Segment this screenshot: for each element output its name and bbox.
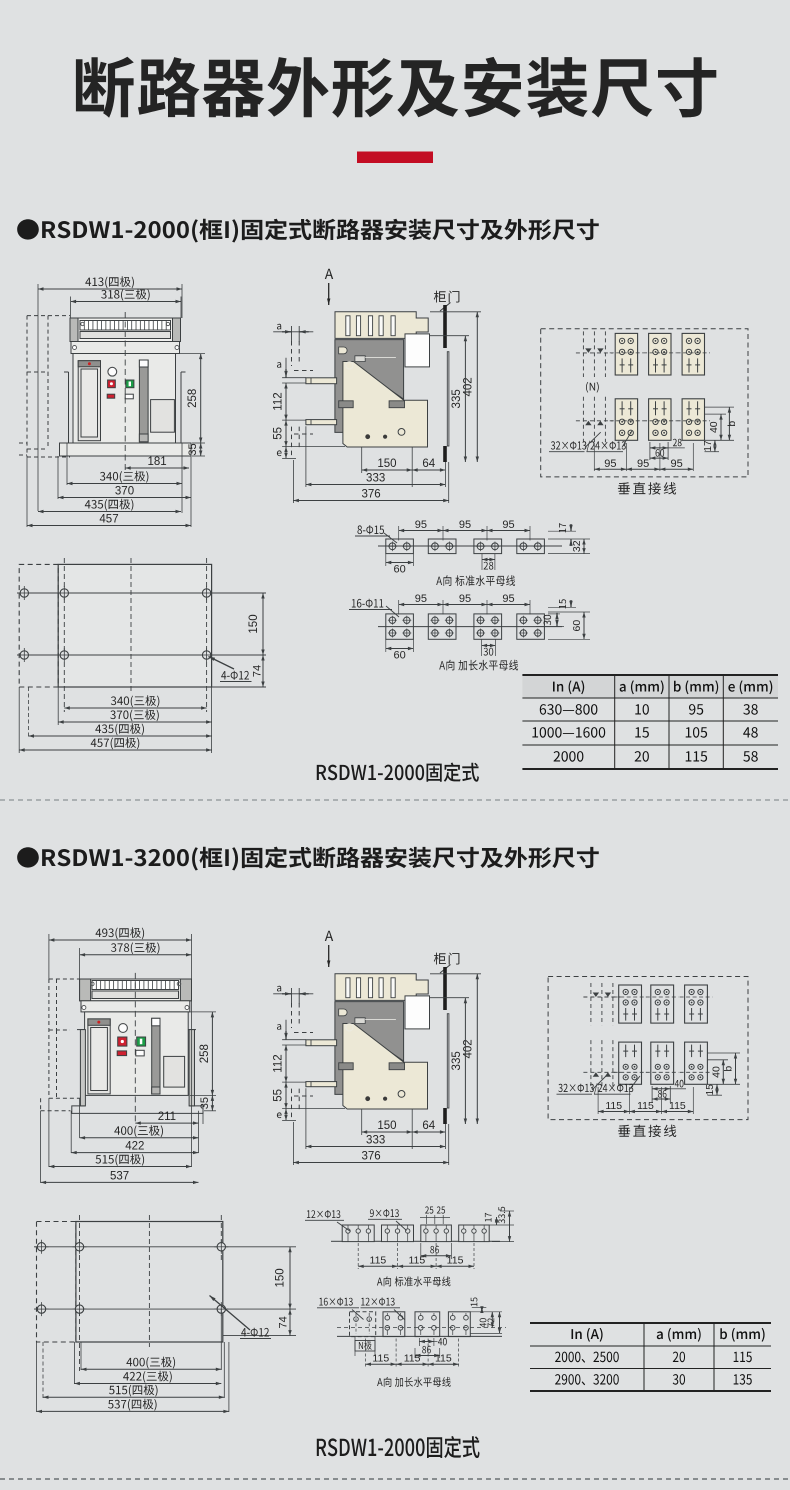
svg-text:258: 258: [199, 1044, 211, 1063]
svg-text:95: 95: [459, 593, 471, 605]
svg-text:55: 55: [273, 1089, 285, 1102]
svg-text:b: b: [726, 421, 738, 427]
svg-text:74: 74: [278, 1316, 290, 1328]
svg-text:95: 95: [502, 593, 514, 605]
svg-text:115: 115: [408, 1255, 425, 1267]
svg-text:376: 376: [361, 489, 380, 501]
svg-text:b: b: [723, 1066, 735, 1072]
svg-text:115: 115: [370, 1255, 387, 1267]
svg-text:95: 95: [637, 458, 649, 470]
svg-text:335: 335: [451, 389, 463, 408]
svg-text:422: 422: [125, 1141, 144, 1153]
svg-text:35: 35: [187, 443, 199, 455]
svg-text:55: 55: [273, 427, 285, 440]
svg-text:150: 150: [275, 1268, 287, 1287]
svg-text:333: 333: [366, 1135, 385, 1147]
svg-text:115: 115: [404, 1353, 421, 1365]
svg-text:95: 95: [670, 458, 682, 470]
svg-text:335: 335: [451, 1051, 463, 1070]
svg-text:150: 150: [377, 1120, 396, 1132]
svg-text:95: 95: [415, 593, 427, 605]
svg-text:60: 60: [393, 564, 405, 576]
svg-text:457: 457: [99, 514, 118, 526]
svg-text:115: 115: [435, 1353, 452, 1365]
svg-text:60: 60: [571, 620, 583, 632]
svg-text:333: 333: [366, 473, 385, 485]
svg-text:370: 370: [115, 486, 134, 498]
svg-text:95: 95: [415, 519, 427, 531]
svg-text:40: 40: [711, 1066, 723, 1078]
svg-text:15: 15: [705, 1084, 716, 1096]
svg-text:32: 32: [571, 540, 583, 552]
svg-text:112: 112: [273, 1054, 285, 1072]
svg-text:115: 115: [447, 1255, 464, 1267]
svg-text:115: 115: [669, 1100, 686, 1112]
svg-text:95: 95: [459, 519, 471, 531]
svg-text:402: 402: [463, 1039, 475, 1058]
svg-text:181: 181: [148, 456, 167, 468]
svg-text:95: 95: [604, 458, 616, 470]
svg-text:74: 74: [252, 665, 264, 677]
svg-text:112: 112: [273, 392, 285, 410]
svg-text:35: 35: [199, 1097, 211, 1109]
svg-text:115: 115: [637, 1100, 654, 1112]
svg-text:95: 95: [502, 519, 514, 531]
svg-text:64: 64: [422, 1120, 435, 1132]
svg-text:258: 258: [187, 389, 199, 408]
svg-text:211: 211: [158, 1111, 176, 1123]
svg-text:64: 64: [422, 458, 435, 470]
svg-text:60: 60: [393, 650, 405, 662]
svg-text:150: 150: [377, 458, 396, 470]
svg-text:40: 40: [708, 421, 720, 433]
svg-text:402: 402: [463, 377, 475, 396]
svg-text:537: 537: [110, 1170, 129, 1182]
svg-text:17: 17: [703, 440, 714, 452]
svg-text:376: 376: [361, 1151, 380, 1163]
svg-text:150: 150: [248, 614, 260, 633]
svg-text:115: 115: [372, 1353, 389, 1365]
svg-text:115: 115: [605, 1100, 622, 1112]
